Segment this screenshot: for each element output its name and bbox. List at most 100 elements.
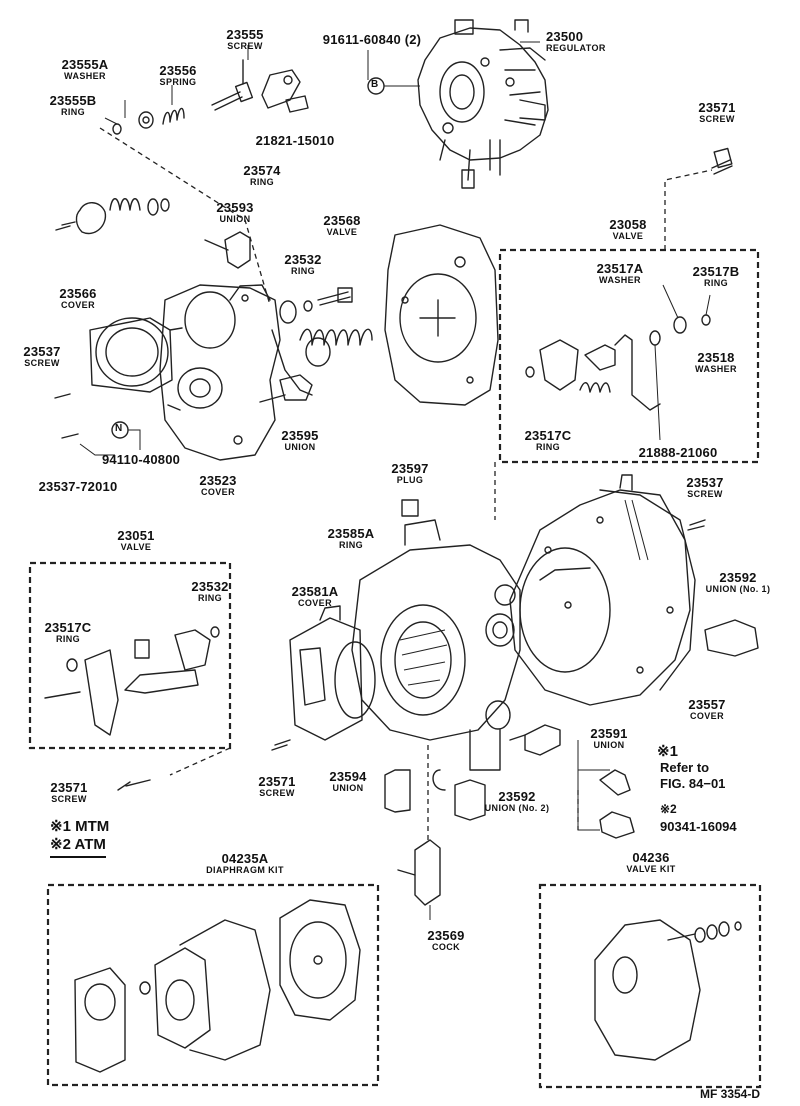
part-name: UNION <box>332 783 364 793</box>
part-name: DIAPHRAGM KIT <box>206 865 284 875</box>
main-body-drawing <box>271 499 591 821</box>
label-91611-60840: 91611-60840 (2) <box>323 33 421 46</box>
label-23517C-lower: 23517C RING <box>45 621 92 644</box>
valve-23058-frame <box>498 248 760 464</box>
label-23523: 23523 COVER <box>199 474 236 497</box>
label-23594: 23594 UNION <box>329 770 366 793</box>
part-number: 23581A <box>291 584 339 599</box>
label-21821-15010: 21821-15010 <box>256 134 335 147</box>
part-number: 23532 <box>191 579 229 594</box>
part-name: RING <box>535 442 561 452</box>
label-23592-no1: 23592 UNION (No. 1) <box>706 571 771 594</box>
label-23537-72010: 23537-72010 <box>39 480 118 493</box>
label-23517B: 23517B RING <box>693 265 740 288</box>
label-23555: 23555 SCREW <box>226 28 263 51</box>
part-number: 23591 <box>590 726 628 741</box>
part-number: 23517C <box>44 620 92 635</box>
part-number: 21821-15010 <box>255 133 335 148</box>
part-name: SCREW <box>259 788 295 798</box>
circle-b-letter: B <box>371 79 379 90</box>
part-number: 23592 <box>719 570 757 585</box>
note-ref2-mark: ※2 <box>660 802 677 816</box>
part-name: RING <box>290 266 316 276</box>
note-ref2-part: 90341-16094 <box>660 819 737 834</box>
label-23585A: 23585A RING <box>328 527 375 550</box>
valve-kit-frame <box>538 883 762 1089</box>
legend-atm: ※2 ATM <box>50 836 106 858</box>
part-name: UNION <box>219 214 251 224</box>
label-23568: 23568 VALVE <box>323 214 360 237</box>
sensor-and-cock-drawings <box>117 769 635 920</box>
part-name: COCK <box>431 942 461 952</box>
part-name: RING <box>55 634 81 644</box>
part-name: RING <box>703 278 729 288</box>
part-name: RING <box>197 593 223 603</box>
part-name: UNION (No. 1) <box>705 584 771 594</box>
label-23557: 23557 COVER <box>688 698 725 721</box>
upper-gasket-drawing <box>384 224 499 406</box>
label-04235A: 04235A DIAPHRAGM KIT <box>206 852 284 875</box>
label-23555B: 23555B RING <box>50 94 97 117</box>
label-23593: 23593 UNION <box>216 201 253 224</box>
part-number: 04236 <box>632 850 670 865</box>
label-23500: 23500 REGULATOR <box>546 30 606 53</box>
part-number: 23537 <box>686 475 724 490</box>
part-name: VALVE <box>120 542 152 552</box>
part-number: 23593 <box>216 200 254 215</box>
label-23571-lower-mid: 23571 SCREW <box>258 775 295 798</box>
part-number: 23594 <box>329 769 367 784</box>
part-number: 23500 <box>546 29 584 44</box>
label-23058: 23058 VALVE <box>609 218 646 241</box>
label-23555A: 23555A WASHER <box>62 58 109 81</box>
label-23537-left: 23537 SCREW <box>23 345 60 368</box>
label-23566: 23566 COVER <box>59 287 96 310</box>
part-number: 23523 <box>199 473 237 488</box>
part-number: 23571 <box>50 780 88 795</box>
part-name: SCREW <box>699 114 735 124</box>
part-name: RING <box>249 177 275 187</box>
part-number: 91611-60840 (2) <box>322 32 422 47</box>
part-number: 23555 <box>226 27 264 42</box>
part-number: 23595 <box>281 428 319 443</box>
part-number: 23597 <box>391 461 429 476</box>
label-94110-40800: 94110-40800 <box>102 453 180 466</box>
label-23517A: 23517A WASHER <box>597 262 644 285</box>
part-name: COVER <box>60 300 95 310</box>
label-04236: 04236 VALVE KIT <box>626 851 675 874</box>
part-number: 04235A <box>221 851 269 866</box>
part-name: RING <box>338 540 364 550</box>
label-23574: 23574 RING <box>243 164 280 187</box>
part-name: WASHER <box>599 275 641 285</box>
regulator-assembly-drawing <box>417 19 549 189</box>
upper-cover-assembly <box>54 198 373 461</box>
part-name: WASHER <box>64 71 106 81</box>
part-number: 23537-72010 <box>38 479 118 494</box>
label-23571-top: 23571 SCREW <box>698 101 735 124</box>
figure-code: MF 3354-D <box>700 1087 761 1101</box>
part-number: 23568 <box>323 213 361 228</box>
label-23537-right: 23537 SCREW <box>686 476 723 499</box>
diaphragm-kit-parts <box>74 899 361 1073</box>
label-23556: 23556 SPRING <box>159 64 196 87</box>
label-23518: 23518 WASHER <box>695 351 737 374</box>
part-name: UNION <box>284 442 316 452</box>
label-21888-21060: 21888-21060 <box>639 446 718 459</box>
note-ref1-line2: FIG. 84−01 <box>660 776 726 791</box>
part-name: PLUG <box>396 475 424 485</box>
valve-23058-parts <box>525 147 733 441</box>
part-name: COVER <box>689 711 724 721</box>
label-23532-upper: 23532 RING <box>284 253 321 276</box>
part-number: 21888-21060 <box>638 445 718 460</box>
rear-cover-drawing <box>509 474 759 706</box>
part-name: SCREW <box>227 41 263 51</box>
part-name: SCREW <box>687 489 723 499</box>
valve-kit-parts <box>594 919 742 1061</box>
part-number: 23574 <box>243 163 281 178</box>
part-name: RING <box>60 107 86 117</box>
part-number: 23556 <box>159 63 197 78</box>
part-name: WASHER <box>695 364 737 374</box>
part-name: VALVE KIT <box>626 864 676 874</box>
screw-spring-washer-parts <box>104 45 309 135</box>
